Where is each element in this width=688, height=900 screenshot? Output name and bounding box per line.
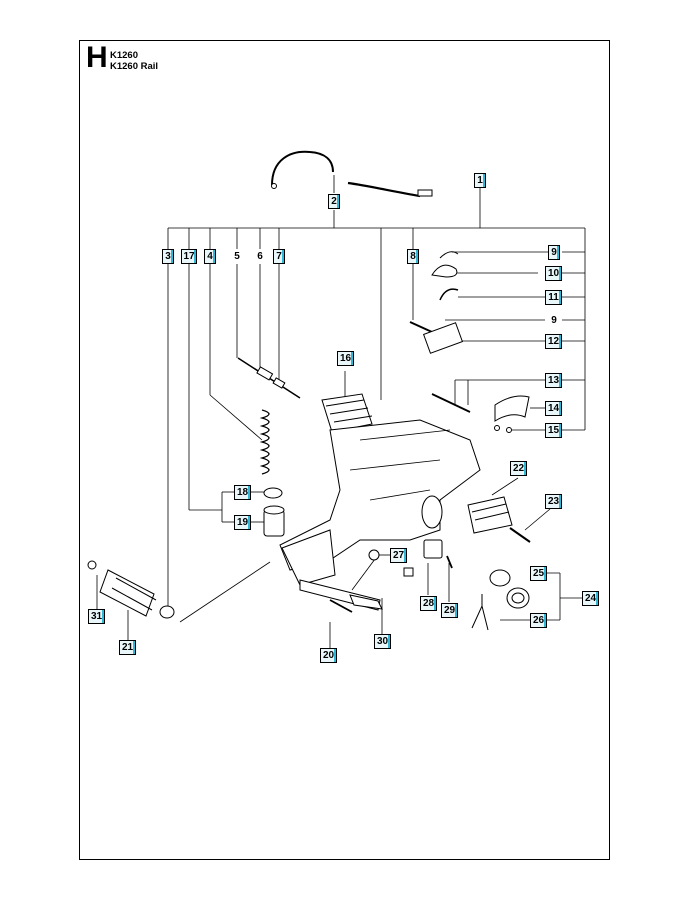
model-name-secondary: K1260 Rail — [110, 61, 159, 72]
callout-22: 22 — [510, 461, 527, 476]
leader-lines — [96, 175, 586, 648]
callout-3: 3 — [162, 249, 174, 264]
callout-27: 27 — [390, 548, 407, 563]
callout-17: 17 — [181, 249, 197, 264]
callout-25: 25 — [530, 566, 547, 581]
callout-7: 7 — [273, 249, 285, 264]
model-name-primary: K1260 — [110, 50, 138, 61]
callout-16: 16 — [337, 351, 354, 366]
parts-illustration — [87, 150, 531, 631]
cutting-arm-body — [279, 419, 481, 611]
callout-4: 4 — [204, 249, 216, 264]
callout-15: 15 — [545, 423, 562, 438]
callout-5: 5 — [231, 249, 243, 264]
callout-20: 20 — [320, 648, 337, 663]
bellows-16 — [321, 393, 373, 433]
bellows-22 — [467, 496, 513, 534]
callout-21: 21 — [119, 640, 136, 655]
callout-11: 11 — [545, 290, 562, 305]
callout-2: 2 — [328, 194, 340, 209]
callout-29: 29 — [441, 603, 458, 618]
section-letter: H — [86, 41, 108, 74]
diagram-frame — [79, 40, 610, 860]
callout-6: 6 — [254, 249, 266, 264]
callout-9-lower: 9 — [548, 313, 560, 328]
callout-9-top: 9 — [548, 245, 560, 260]
callout-14: 14 — [545, 401, 562, 416]
callout-8: 8 — [407, 249, 419, 264]
callout-26: 26 — [530, 613, 547, 628]
callout-19: 19 — [234, 515, 251, 530]
callout-24: 24 — [582, 591, 599, 606]
bellows-21 — [99, 569, 157, 617]
callout-23: 23 — [545, 494, 562, 509]
callout-1: 1 — [474, 173, 486, 188]
spring-part — [259, 409, 270, 475]
callout-28: 28 — [420, 596, 437, 611]
callout-10: 10 — [545, 266, 562, 281]
callout-18: 18 — [234, 485, 251, 500]
callout-13: 13 — [545, 373, 562, 388]
callout-30: 30 — [374, 634, 391, 649]
callout-12: 12 — [545, 334, 562, 349]
callout-31: 31 — [88, 609, 105, 624]
